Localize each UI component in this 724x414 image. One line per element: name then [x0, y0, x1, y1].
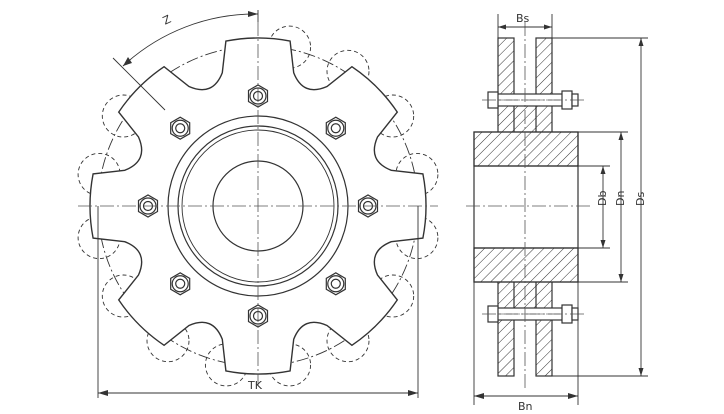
bolt-nut	[170, 272, 191, 296]
dn-label: Dn	[614, 191, 627, 206]
ds-label: Ds	[634, 192, 647, 206]
bn-label: Bn	[518, 400, 533, 413]
side-view	[473, 37, 579, 377]
right-plate-top	[535, 37, 553, 135]
hub-section-top	[473, 131, 579, 167]
tk-dimension	[97, 206, 419, 398]
db-label: Db	[596, 191, 609, 206]
left-plate-top	[497, 37, 515, 135]
z-dimension	[112, 10, 259, 111]
front-centerlines	[78, 22, 438, 385]
bolt-nut	[170, 116, 191, 140]
hub-section-bottom	[473, 247, 579, 283]
bs-label: Bs	[516, 12, 530, 25]
bs-dimension	[497, 14, 553, 38]
tk-label: TK	[247, 379, 263, 392]
z-label: Z	[161, 12, 174, 27]
diameter-dimensions	[552, 37, 648, 377]
bn-dimension	[473, 282, 579, 405]
right-plate-bottom	[535, 279, 553, 377]
bolt-nut	[325, 116, 346, 140]
bolt-nut	[325, 272, 346, 296]
side-centerlines	[466, 22, 590, 388]
left-plate-bottom	[497, 279, 515, 377]
chain-roller	[326, 49, 370, 93]
